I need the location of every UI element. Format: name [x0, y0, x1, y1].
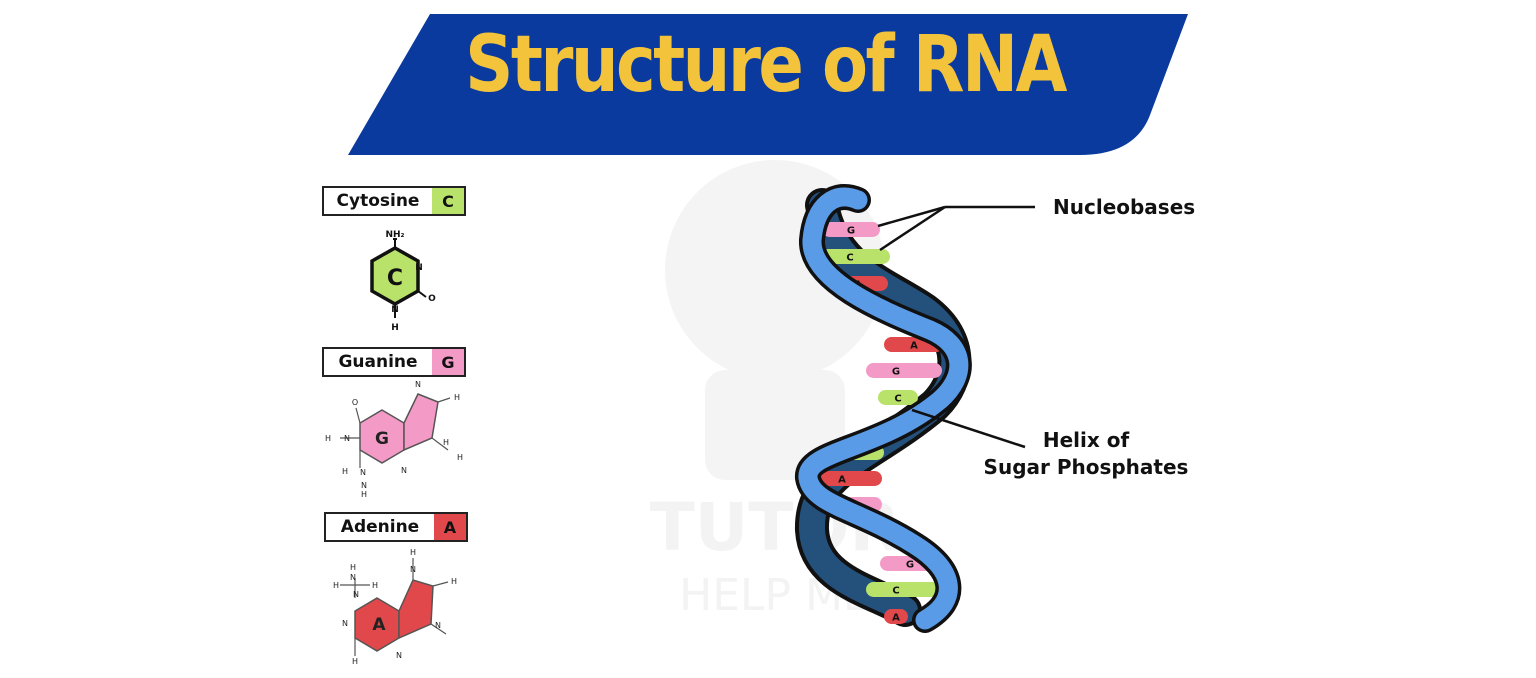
nucleobases-callout-line — [877, 205, 946, 228]
adenine-atom: N — [353, 590, 359, 599]
guanine-atom: H — [443, 438, 449, 447]
nucleobase-letter: C — [846, 253, 853, 264]
nucleobase-letter: C — [892, 586, 899, 597]
cytosine-label: Cytosine C — [322, 186, 466, 216]
guanine-bond — [355, 407, 361, 424]
guanine-atom: N — [415, 380, 421, 389]
nucleobase-pill: C — [820, 249, 890, 264]
guanine-atom: H — [342, 467, 348, 476]
nucleobase-pill-shape — [820, 249, 890, 264]
nucleobase-pill: C — [866, 582, 942, 597]
adenine-atom: H — [350, 563, 356, 572]
title-banner — [348, 14, 1188, 155]
helix-label-line1: Helix of — [1042, 428, 1130, 452]
guanine-atom: N — [401, 466, 407, 475]
adenine-label: Adenine A — [324, 512, 468, 542]
cytosine-atom: O — [428, 294, 436, 304]
cytosine-ring-letter: C — [387, 266, 403, 291]
nucleobase-letter: A — [910, 341, 918, 352]
nucleobase-pill: G — [822, 222, 880, 237]
nucleobase-pill: A — [812, 471, 882, 486]
nucleobase-letter: G — [906, 560, 914, 571]
nucleobases-callout-line — [879, 205, 946, 252]
adenine-name: Adenine — [340, 517, 420, 537]
helix-front-strand-fill — [798, 187, 969, 630]
adenine-atom: H — [333, 581, 339, 590]
guanine-atom: H — [325, 434, 331, 443]
nucleobase-pill: A — [884, 609, 908, 624]
adenine-bond — [432, 581, 449, 587]
cytosine-code: C — [432, 188, 464, 214]
cytosine-atom: NH₂ — [385, 230, 404, 240]
adenine-ring-5 — [398, 579, 434, 640]
adenine-code: A — [434, 514, 466, 540]
adenine-atom: N — [342, 619, 348, 628]
adenine-atom: H — [352, 657, 358, 666]
nucleobase-pill-shape — [878, 390, 918, 405]
guanine-atom: O — [352, 398, 358, 407]
helix-label-line2: Sugar Phosphates — [983, 455, 1189, 479]
guanine-atom: N — [360, 468, 366, 477]
guanine-ring-5 — [403, 393, 439, 452]
guanine-atom: H — [361, 490, 367, 499]
page-title: Structure of RNA — [465, 20, 1067, 110]
nucleobase-letter: A — [838, 475, 846, 486]
nucleobase-pill-shape — [866, 582, 942, 597]
guanine-structure: G O N H H N H H N N H N H — [325, 380, 463, 499]
guanine-atom: H — [454, 393, 460, 402]
guanine-atom: N — [344, 434, 350, 443]
nucleobase-pill-shape — [866, 363, 942, 378]
guanine-atom: N — [361, 481, 367, 490]
guanine-bond — [437, 397, 451, 403]
nucleobase-pill-shape — [822, 222, 880, 237]
adenine-structure: A H H N H N H N H N N H N — [333, 548, 457, 666]
nucleobase-pill-shape — [812, 471, 882, 486]
adenine-ring-letter: A — [372, 615, 386, 635]
adenine-atom: H — [451, 577, 457, 586]
cytosine-bond — [417, 290, 427, 298]
nucleobase-pill: G — [866, 363, 942, 378]
adenine-atom: N — [435, 621, 441, 630]
nucleobase-pill-shape — [884, 609, 908, 624]
nucleobase-letter: C — [894, 394, 901, 405]
adenine-atom: H — [372, 581, 378, 590]
guanine-code: G — [432, 349, 464, 375]
helix-callout-line — [911, 408, 1026, 449]
adenine-bond — [430, 623, 447, 635]
guanine-ring-letter: G — [375, 429, 389, 449]
guanine-atom: H — [457, 453, 463, 462]
banner-shape — [348, 14, 1188, 155]
cytosine-structure: C NH₂ N O N H — [370, 230, 436, 333]
guanine-label: Guanine G — [322, 347, 466, 377]
nucleobase-letter: A — [892, 613, 900, 624]
nucleobase-pill: C — [878, 390, 918, 405]
nucleobase-letter: G — [847, 226, 855, 237]
nucleobase-letter: G — [892, 367, 900, 378]
adenine-atom: N — [396, 651, 402, 660]
cytosine-atom: N — [391, 305, 399, 315]
guanine-name: Guanine — [338, 352, 418, 372]
cytosine-atom: N — [415, 263, 423, 273]
nucleobases-label: Nucleobases — [1053, 195, 1196, 219]
adenine-atom: H — [410, 548, 416, 557]
adenine-atom: N — [350, 573, 356, 582]
cytosine-atom: H — [391, 323, 399, 333]
adenine-atom: N — [410, 565, 416, 574]
guanine-bond — [431, 437, 449, 451]
cytosine-name: Cytosine — [336, 191, 420, 211]
